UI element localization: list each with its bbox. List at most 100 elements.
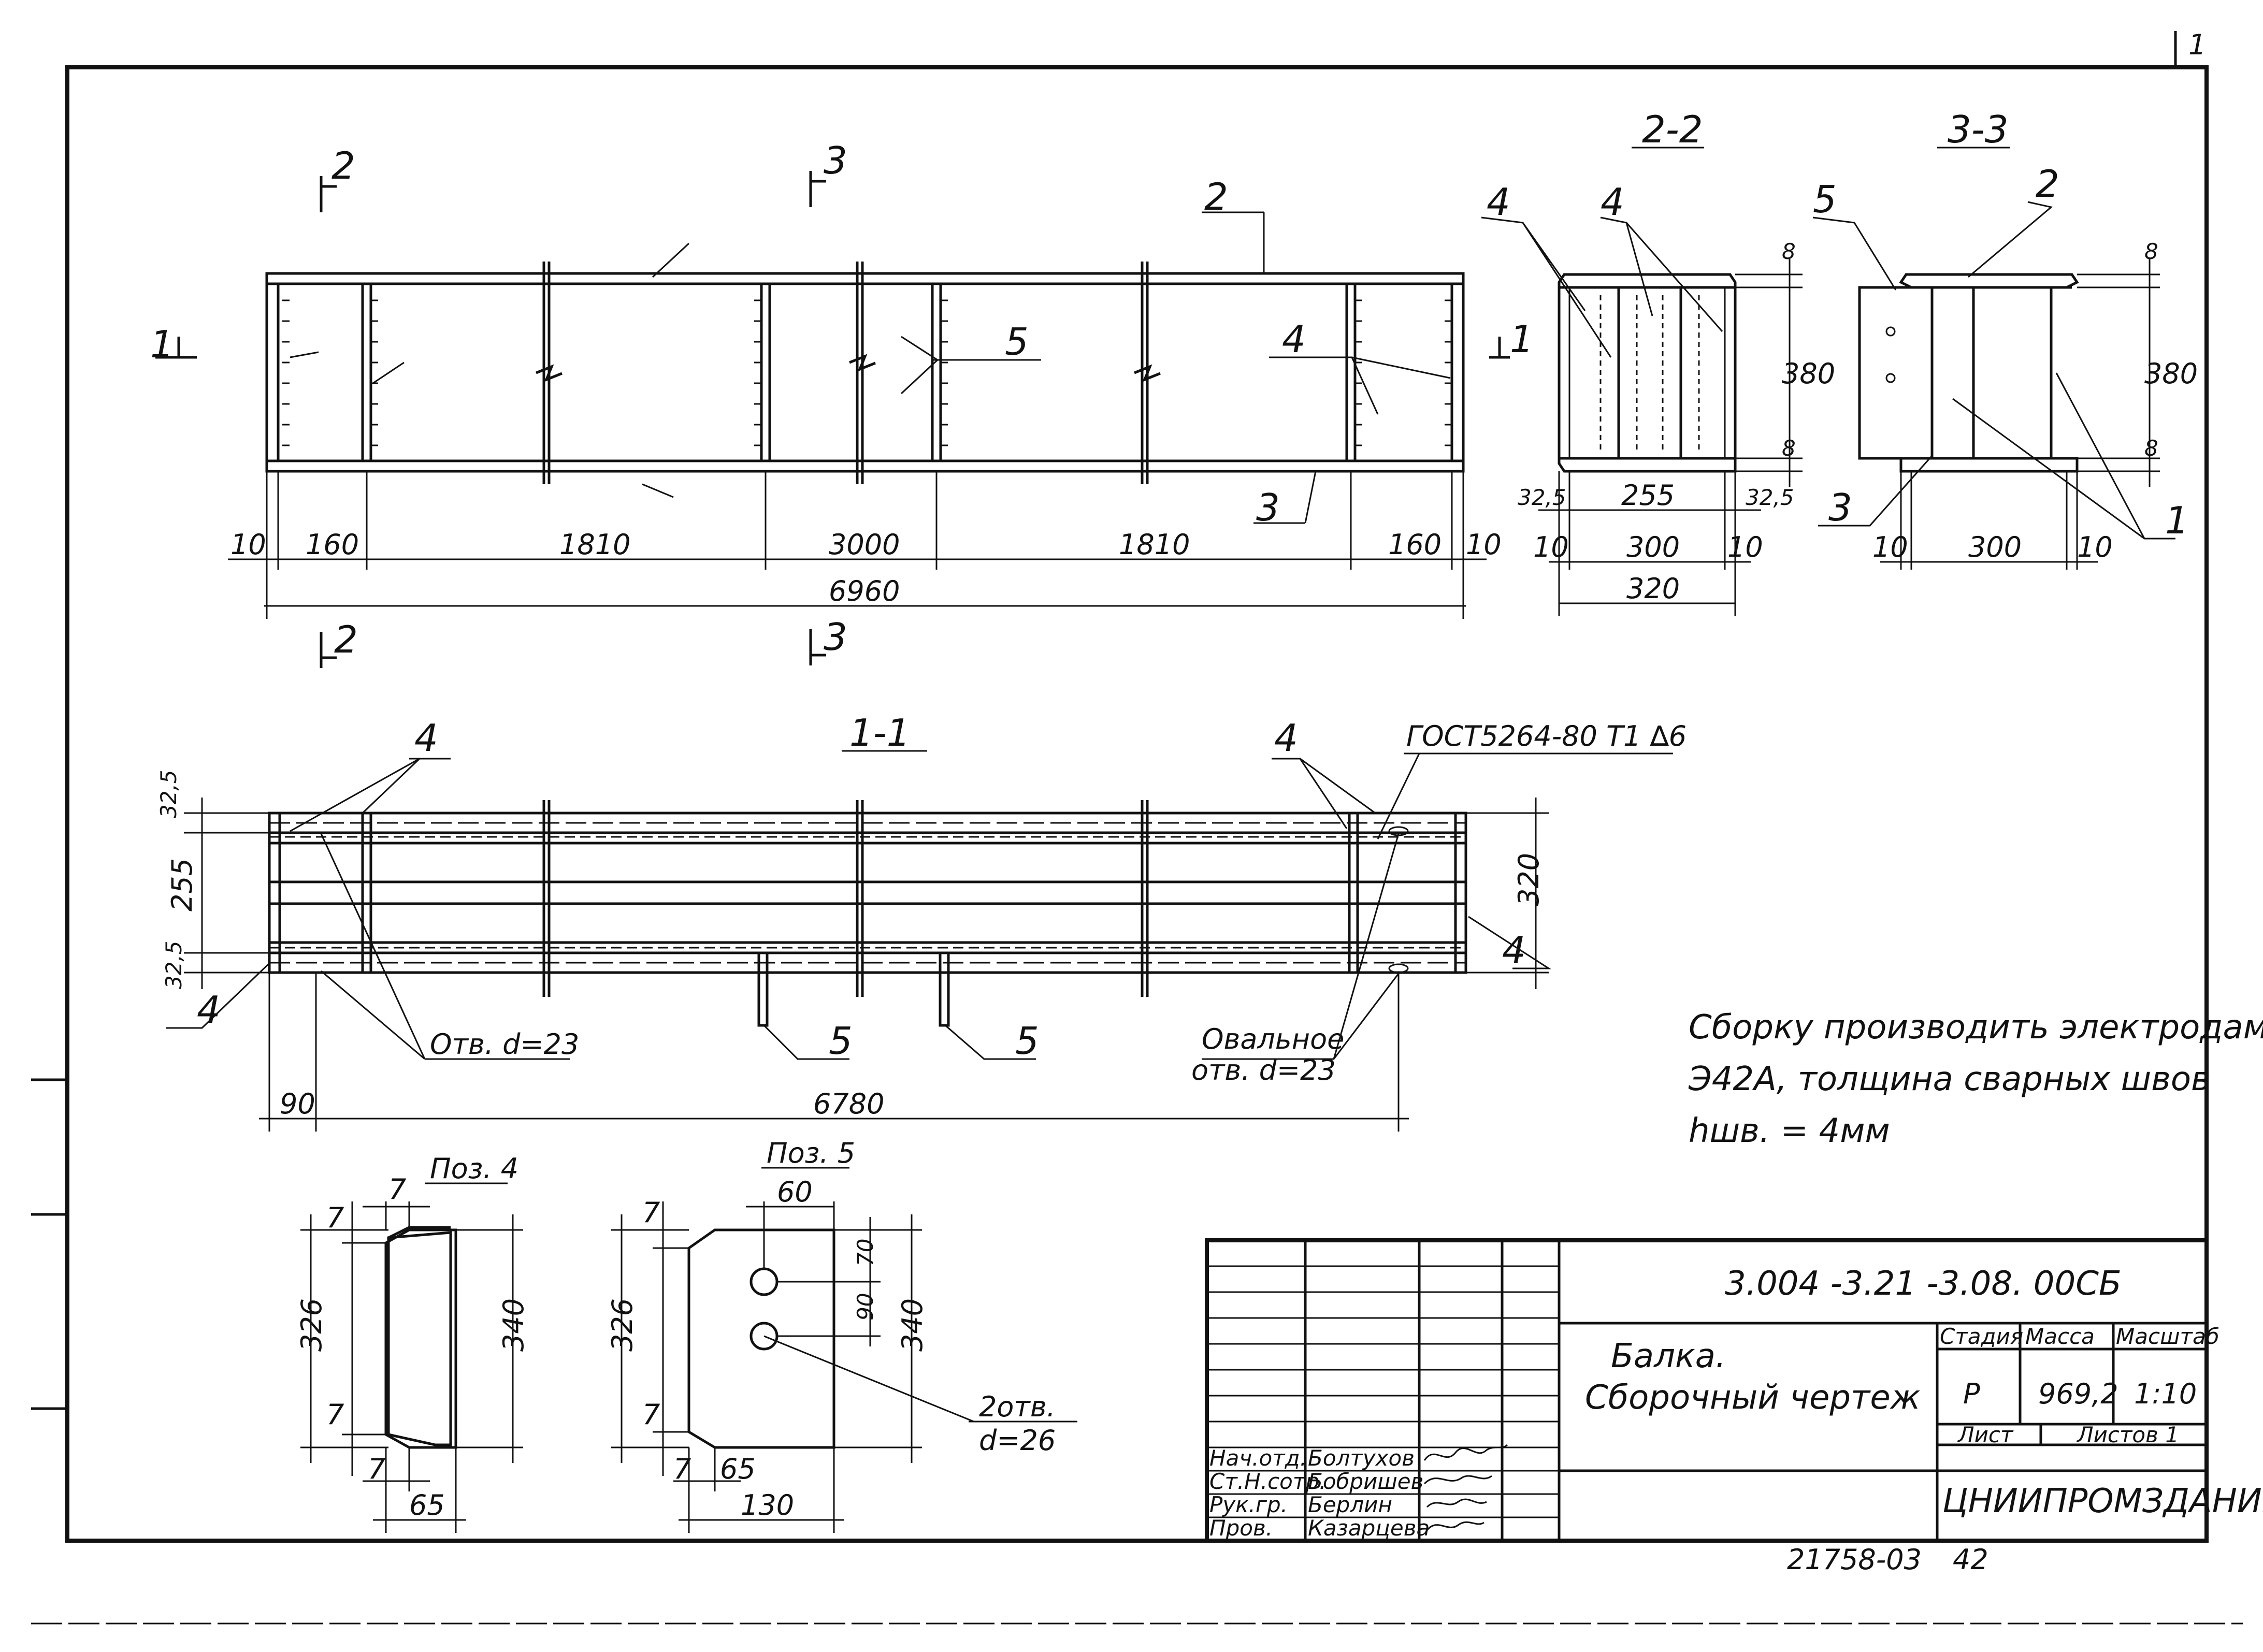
pos4-dim-h1: 326: [295, 1298, 328, 1352]
main-dimension-lines: [228, 471, 1487, 619]
drawing-name-2: Сборочный чертеж: [1585, 1379, 1921, 1417]
doc-code: 3.004 -3.21 -3.08. 00СБ: [1725, 1265, 2122, 1303]
main-dim-total: 6960: [829, 575, 900, 607]
role-2: Рук.гр.: [1209, 1492, 1288, 1517]
pos4-dim-c4: 7: [368, 1453, 385, 1485]
mass-value: 969,2: [2038, 1378, 2118, 1410]
s11-pos-4d: 4: [197, 988, 221, 1032]
note-line-3: hшв. = 4мм: [1689, 1112, 1890, 1150]
weld-spec: ГОСТ5264-80 Т1 ∆6: [1406, 720, 1687, 752]
drawing-name-1: Балка.: [1611, 1337, 1726, 1375]
pos5-dim-w1: 60: [777, 1176, 813, 1208]
s22-dim-left: 32,5: [1518, 485, 1566, 510]
signatures: [1423, 1444, 1508, 1531]
pos5-title: Поз. 5: [767, 1137, 855, 1169]
s11-pos-4a: 4: [414, 716, 438, 760]
s22-dim-f1: 8: [1782, 239, 1796, 264]
pos4-dim-c2: 7: [326, 1201, 344, 1234]
pos4-dim-c1: 7: [388, 1173, 406, 1206]
oval-hole-label-1: Овальное: [1202, 1023, 1344, 1055]
main-pos-3: 3: [1256, 486, 1280, 529]
drawing-frame: 1: [31, 28, 2243, 1625]
s33-dim-f2: 8: [2144, 436, 2158, 461]
main-dim-2: 1810: [559, 528, 630, 561]
cut-1-right: 1: [1510, 317, 1534, 361]
pos5-dim-c1: 7: [642, 1196, 660, 1229]
detail-pos-5: Поз. 5 60 70: [606, 1137, 1077, 1533]
scale-value: 1:10: [2134, 1378, 2197, 1410]
corner-mark: 1: [2188, 28, 2206, 61]
archive-number: 21758-03: [1787, 1543, 1922, 1576]
s22-dim-inner: 255: [1621, 479, 1675, 512]
main-dim-3: 3000: [829, 528, 900, 561]
person-0: Болтухов: [1308, 1445, 1415, 1471]
note-line-2: Э42А, толщина сварных швов: [1688, 1060, 2211, 1098]
mass-header: Масса: [2025, 1324, 2095, 1349]
pos5-dim-c2: 7: [642, 1398, 660, 1431]
main-pos-2: 2: [1204, 175, 1228, 219]
s22-pos-4a: 4: [1487, 180, 1510, 224]
stage-header: Стадия: [1940, 1324, 2023, 1349]
oval-hole-label-2: отв. d=23: [1191, 1054, 1336, 1086]
person-2: Берлин: [1308, 1492, 1392, 1517]
section-33-title: 3-3: [1948, 108, 2009, 151]
role-3: Пров.: [1209, 1515, 1273, 1541]
s11-pos-4c: 4: [1502, 929, 1526, 972]
beam-main-view: 2 3 5 4: [265, 175, 1465, 529]
pos4-title: Поз. 4: [430, 1152, 518, 1185]
s33-pos-1: 1: [2165, 499, 2189, 542]
main-dim-5: 160: [1388, 528, 1442, 561]
s22-dim-h: 380: [1782, 357, 1835, 390]
role-1: Ст.Н.сотр.: [1209, 1469, 1326, 1494]
pos5-dim-w3: 130: [741, 1489, 794, 1521]
detail-pos-4: Поз. 4 7 7 7 7 326 340 65: [295, 1152, 530, 1533]
section-11-title: 1-1: [849, 711, 911, 755]
sheet-header: Лист: [1957, 1422, 2014, 1447]
person-1: Бобришев: [1308, 1469, 1423, 1494]
s22-pos-4b: 4: [1601, 180, 1624, 224]
sheets-header: Листов 1: [2076, 1422, 2179, 1447]
cut-3-top: 3: [824, 139, 847, 182]
organization: ЦНИИПРОМЗДАНИЙ: [1942, 1481, 2263, 1520]
main-dim-1: 160: [306, 528, 359, 561]
s33-pos-5: 5: [1813, 178, 1837, 221]
s11-pos-5b: 5: [1015, 1019, 1039, 1063]
s33-dim-b1: 10: [1872, 531, 1908, 563]
s33-dim-b2: 300: [1968, 531, 2022, 563]
s22-dim-total: 320: [1626, 572, 1680, 605]
s11-dim-bot: 32,5: [161, 940, 186, 989]
s11-dim-left: 90: [280, 1088, 315, 1120]
pos5-dim-d2: 90: [853, 1293, 878, 1321]
s11-dim-mid: 255: [166, 858, 198, 911]
cut-2-top: 2: [331, 144, 355, 187]
s11-dim-length: 6780: [813, 1088, 884, 1120]
section-1-1: 1-1: [156, 711, 1687, 1132]
s22-dim-b1: 10: [1533, 531, 1569, 563]
pos5-dim-h2: 340: [896, 1298, 929, 1352]
s33-dim-f1: 8: [2144, 239, 2158, 264]
s11-pos-5a: 5: [829, 1019, 853, 1063]
person-3: Казарцева: [1308, 1515, 1430, 1541]
cut-3-bottom: 3: [824, 615, 847, 659]
pos5-holes-2: d=26: [979, 1424, 1056, 1457]
note-line-1: Сборку производить электродами: [1689, 1008, 2263, 1047]
s22-dim-b2: 300: [1626, 531, 1680, 563]
pos5-holes-1: 2отв.: [979, 1390, 1056, 1423]
stage-value: Р: [1963, 1378, 1980, 1410]
pos4-dim-w: 65: [409, 1489, 445, 1521]
main-dim-4: 1810: [1119, 528, 1190, 561]
scale-header: Масштаб: [2116, 1324, 2219, 1349]
s22-dim-b3: 10: [1727, 531, 1763, 563]
role-0: Нач.отд.: [1209, 1445, 1307, 1471]
welding-note: Сборку производить электродами Э42А, тол…: [1688, 1008, 2263, 1150]
pos4-dim-c3: 7: [326, 1398, 344, 1431]
s11-dim-top: 32,5: [156, 770, 181, 818]
section-cut-markers: [155, 171, 1510, 668]
s22-dim-f2: 8: [1782, 436, 1796, 461]
s33-dim-h: 380: [2144, 357, 2198, 390]
main-dim-6: 10: [1466, 528, 1502, 561]
main-pos-4: 4: [1282, 317, 1306, 361]
pos5-dim-h1: 326: [606, 1298, 639, 1352]
pos4-dim-h2: 340: [497, 1298, 530, 1352]
